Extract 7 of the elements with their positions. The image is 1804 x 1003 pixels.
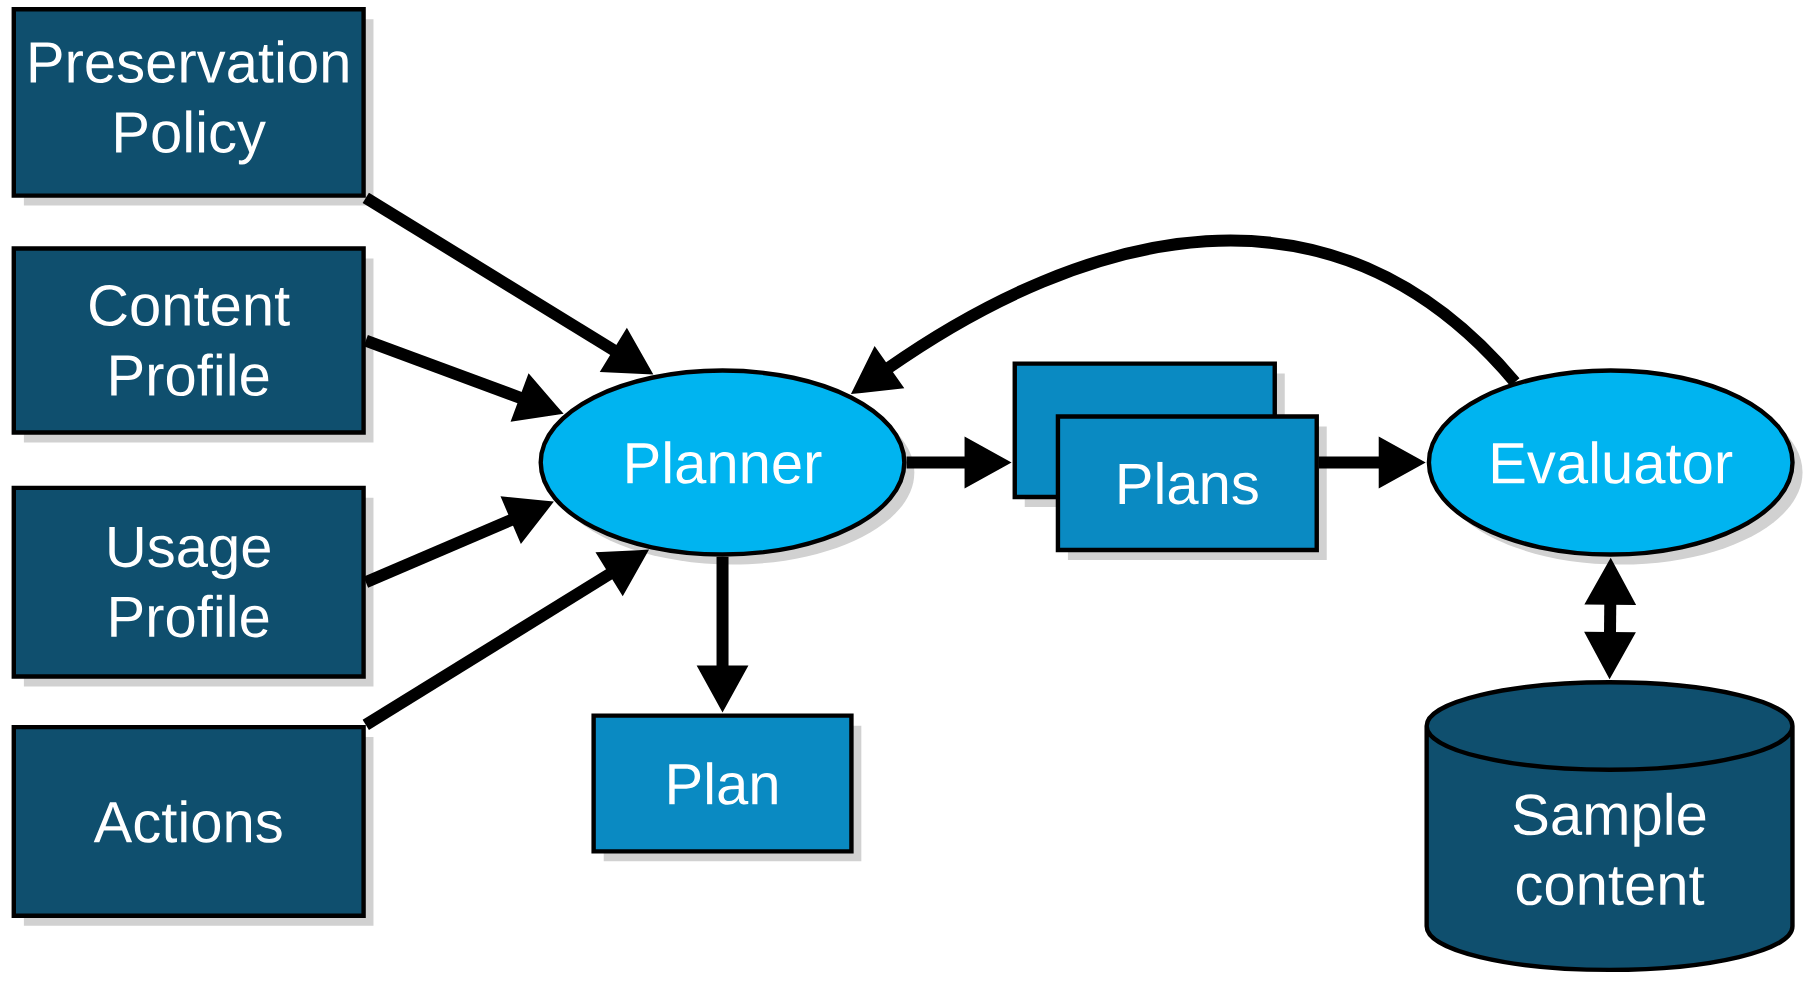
database-cylinder: Sample content (1424, 680, 1795, 973)
input-box: Usage Profile (11, 485, 374, 687)
input-box: Preservation Policy (11, 7, 374, 206)
output-box: Plan (591, 713, 862, 862)
input-box: Actions (11, 724, 374, 926)
input-box: Content Profile (11, 246, 374, 443)
document-box: Plans (1055, 414, 1327, 561)
